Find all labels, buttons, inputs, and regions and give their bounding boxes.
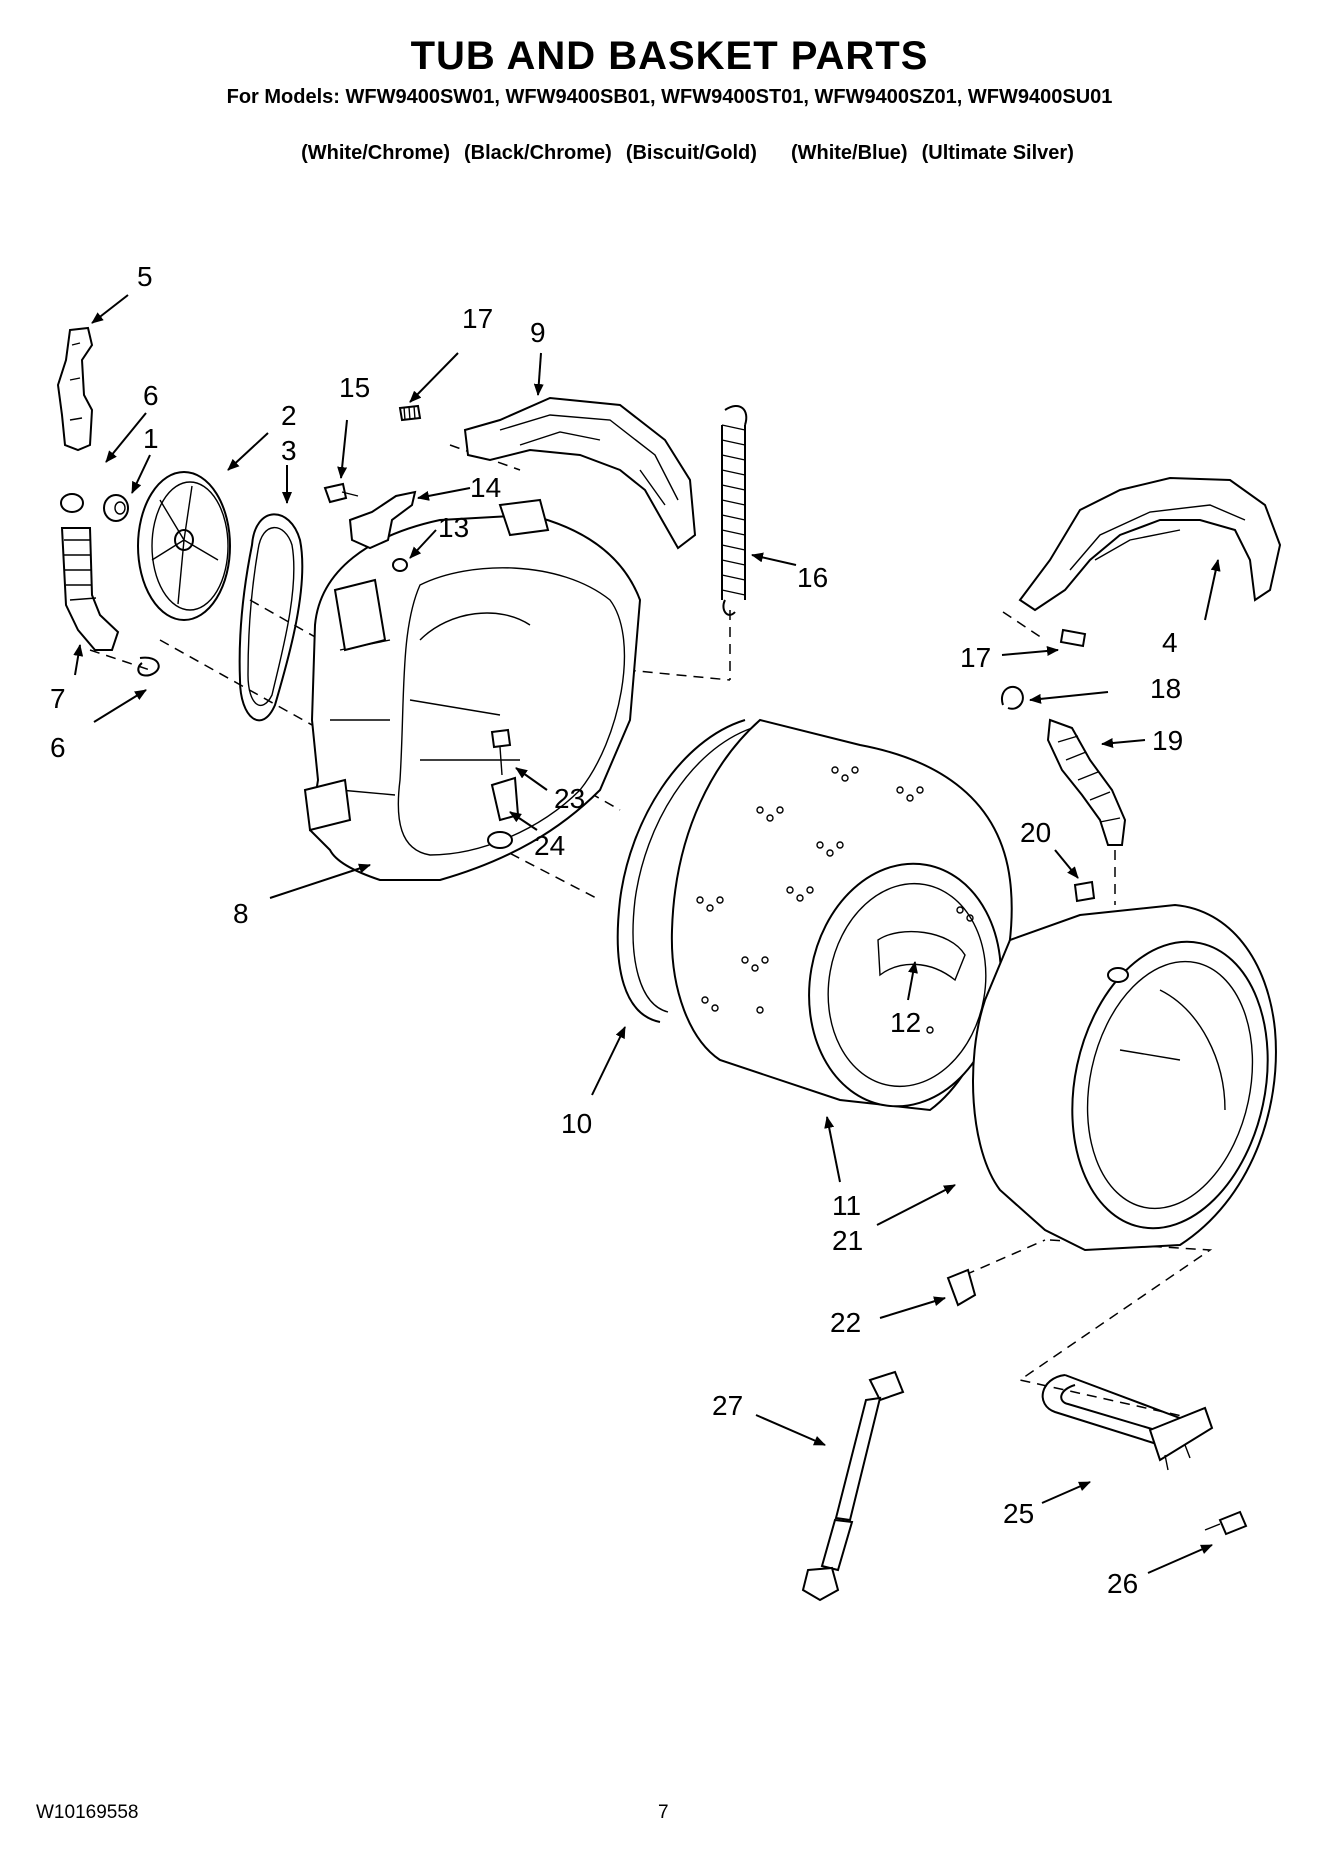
leader-lines (73, 294, 1221, 1574)
color-white-chrome: (White/Chrome) (301, 142, 451, 164)
page-number: 7 (658, 1802, 669, 1823)
part-23-bolt (490, 728, 512, 776)
callout-27: 27 (712, 1390, 743, 1421)
callout-23: 23 (554, 783, 585, 814)
part-6-clamp-bottom (137, 656, 160, 677)
callout-8: 8 (233, 898, 249, 929)
callout-17-bottom: 17 (960, 642, 991, 673)
part-20-pad (1073, 880, 1096, 903)
callout-7: 7 (50, 683, 66, 714)
callout-4: 4 (1162, 627, 1178, 658)
color-black-chrome: (Black/Chrome) (464, 142, 612, 164)
callout-12: 12 (890, 1007, 921, 1038)
part-4-counterweight (1018, 476, 1282, 612)
part-10-tub-seal (616, 719, 753, 1023)
part-14-bracket (348, 490, 417, 550)
part-9-counterweight (463, 396, 697, 550)
part-19-hose (1046, 718, 1127, 846)
part-18-clamp (1000, 685, 1024, 710)
callout-2: 2 (281, 400, 297, 431)
part-3-belt (238, 513, 304, 722)
callout-labels: 5 6 1 2 3 7 6 8 17 9 15 14 13 16 4 17 18… (50, 261, 1183, 1599)
part-22-gasket (946, 1268, 977, 1307)
part-16-spring (721, 405, 748, 616)
color-biscuit-gold: (Biscuit/Gold) (625, 142, 757, 164)
part-26-sensor (1204, 1510, 1248, 1536)
part-13-clip (392, 558, 408, 572)
color-ultimate-silver: (Ultimate Silver) (921, 142, 1074, 164)
part-8-rear-tub (303, 498, 642, 881)
callout-6-top: 6 (143, 380, 159, 411)
part-25-heater (1041, 1374, 1214, 1471)
callout-26: 26 (1107, 1568, 1138, 1599)
callout-16: 16 (797, 562, 828, 593)
callout-11: 11 (832, 1190, 861, 1221)
page-title: TUB AND BASKET PARTS (410, 34, 929, 78)
callout-5: 5 (137, 261, 153, 292)
callout-14: 14 (470, 472, 501, 503)
basket-perforations (696, 766, 974, 1034)
part-21-front-tub (972, 903, 1277, 1252)
part-15-screw (323, 482, 359, 504)
callout-21: 21 (832, 1225, 863, 1256)
part-2-pulley (137, 471, 231, 621)
part-27-damper (801, 1370, 905, 1602)
callout-20: 20 (1020, 817, 1051, 848)
callout-1: 1 (143, 423, 159, 454)
part-6-clamp-top (60, 493, 84, 513)
part-5-bracket (56, 326, 94, 452)
callout-19: 19 (1152, 725, 1183, 756)
model-list: For Models: WFW9400SW01, WFW9400SB01, WF… (226, 86, 1113, 108)
callout-18: 18 (1150, 673, 1181, 704)
callout-25: 25 (1003, 1498, 1034, 1529)
part-17-screw-bottom (1059, 628, 1087, 648)
callout-24: 24 (534, 830, 565, 861)
callout-13: 13 (438, 512, 469, 543)
part-17-screw-top (398, 404, 422, 422)
part-7-hose (60, 527, 120, 651)
callout-22: 22 (830, 1307, 861, 1338)
callout-10: 10 (561, 1108, 592, 1139)
color-white-blue: (White/Blue) (790, 142, 908, 164)
callout-9: 9 (530, 317, 546, 348)
callout-6-bottom: 6 (50, 732, 66, 763)
callout-3: 3 (281, 435, 297, 466)
part-11-basket (670, 718, 1013, 1112)
callout-17-top: 17 (462, 303, 493, 334)
callout-15: 15 (339, 372, 370, 403)
color-list: (White/Chrome) (Black/Chrome) (Biscuit/Gol… (290, 119, 1088, 165)
document-number: W10169558 (36, 1802, 139, 1823)
part-1-nut (103, 494, 129, 522)
